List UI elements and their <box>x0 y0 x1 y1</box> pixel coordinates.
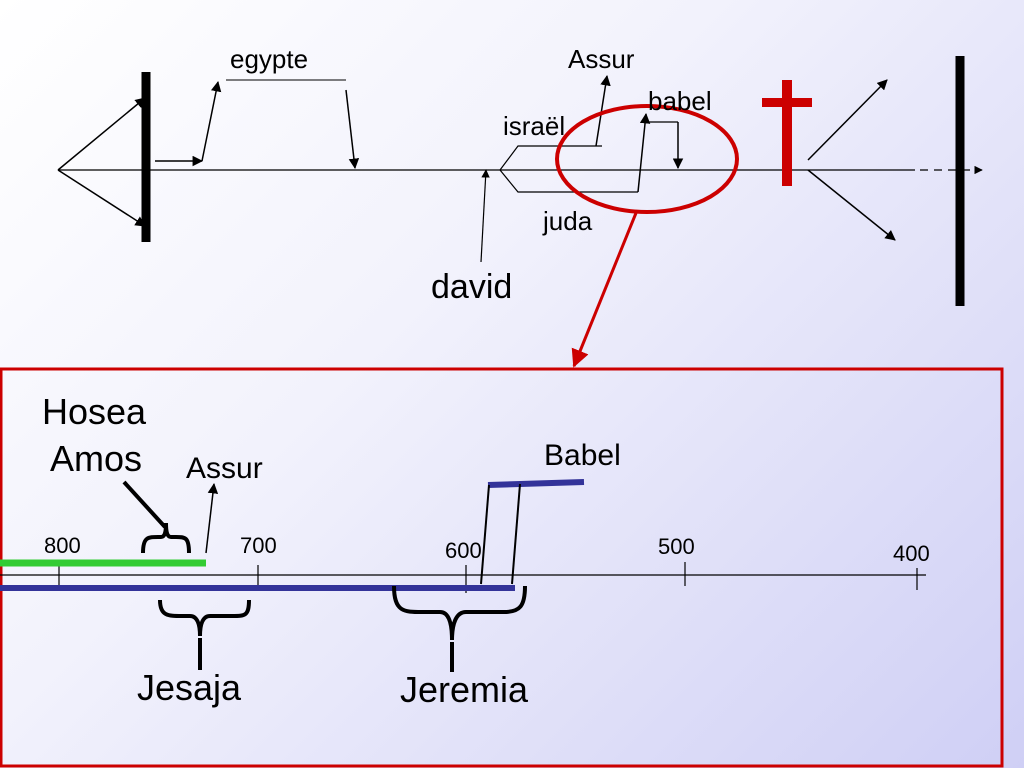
kingdom-split <box>499 145 638 193</box>
jeremia-brace <box>392 585 527 641</box>
egypte-arrow-up <box>201 80 222 162</box>
label-david: david <box>431 268 513 306</box>
label-babel-top: babel <box>648 86 712 116</box>
end-arrow-down <box>807 169 896 241</box>
tick-label-800: 800 <box>44 533 81 558</box>
tick-label-400: 400 <box>893 541 930 566</box>
hosea-amos-pointer <box>122 480 167 529</box>
label-israel: israël <box>503 111 566 141</box>
david-arrow <box>480 169 490 263</box>
zoom-pointer-arrow <box>571 212 638 368</box>
label-juda: juda <box>543 206 593 236</box>
label-babel-zoom: Babel <box>544 439 621 472</box>
cross-icon <box>762 80 812 186</box>
label-assur-zoom: Assur <box>186 452 263 485</box>
label-assur-top: Assur <box>568 44 635 74</box>
babel-connector-left <box>480 484 490 585</box>
hosea-amos-brace <box>141 522 191 554</box>
zoom-circle <box>555 104 739 214</box>
label-hosea: Hosea <box>42 391 147 432</box>
egypte-arrow-down <box>345 89 360 170</box>
babel-connector-right <box>511 483 521 585</box>
assur-arrow <box>205 482 219 554</box>
label-egypte: egypte <box>230 44 309 74</box>
zoom-panel-frame <box>0 367 1004 768</box>
jesaja-brace <box>158 599 251 637</box>
israel-to-assur-arrow <box>595 74 611 147</box>
tick-label-700: 700 <box>240 533 277 558</box>
tick-label-500: 500 <box>658 534 695 559</box>
label-jeremia: Jeremia <box>400 669 529 710</box>
juda-to-babel-arrow <box>637 112 651 193</box>
tick-label-600: 600 <box>445 538 482 563</box>
label-amos: Amos <box>50 438 143 479</box>
babel-bar <box>487 479 585 488</box>
label-jesaja: Jesaja <box>137 667 242 708</box>
creation-arrow-up <box>57 97 146 171</box>
creation-arrow-down <box>57 169 146 227</box>
end-arrow-up <box>807 79 888 161</box>
